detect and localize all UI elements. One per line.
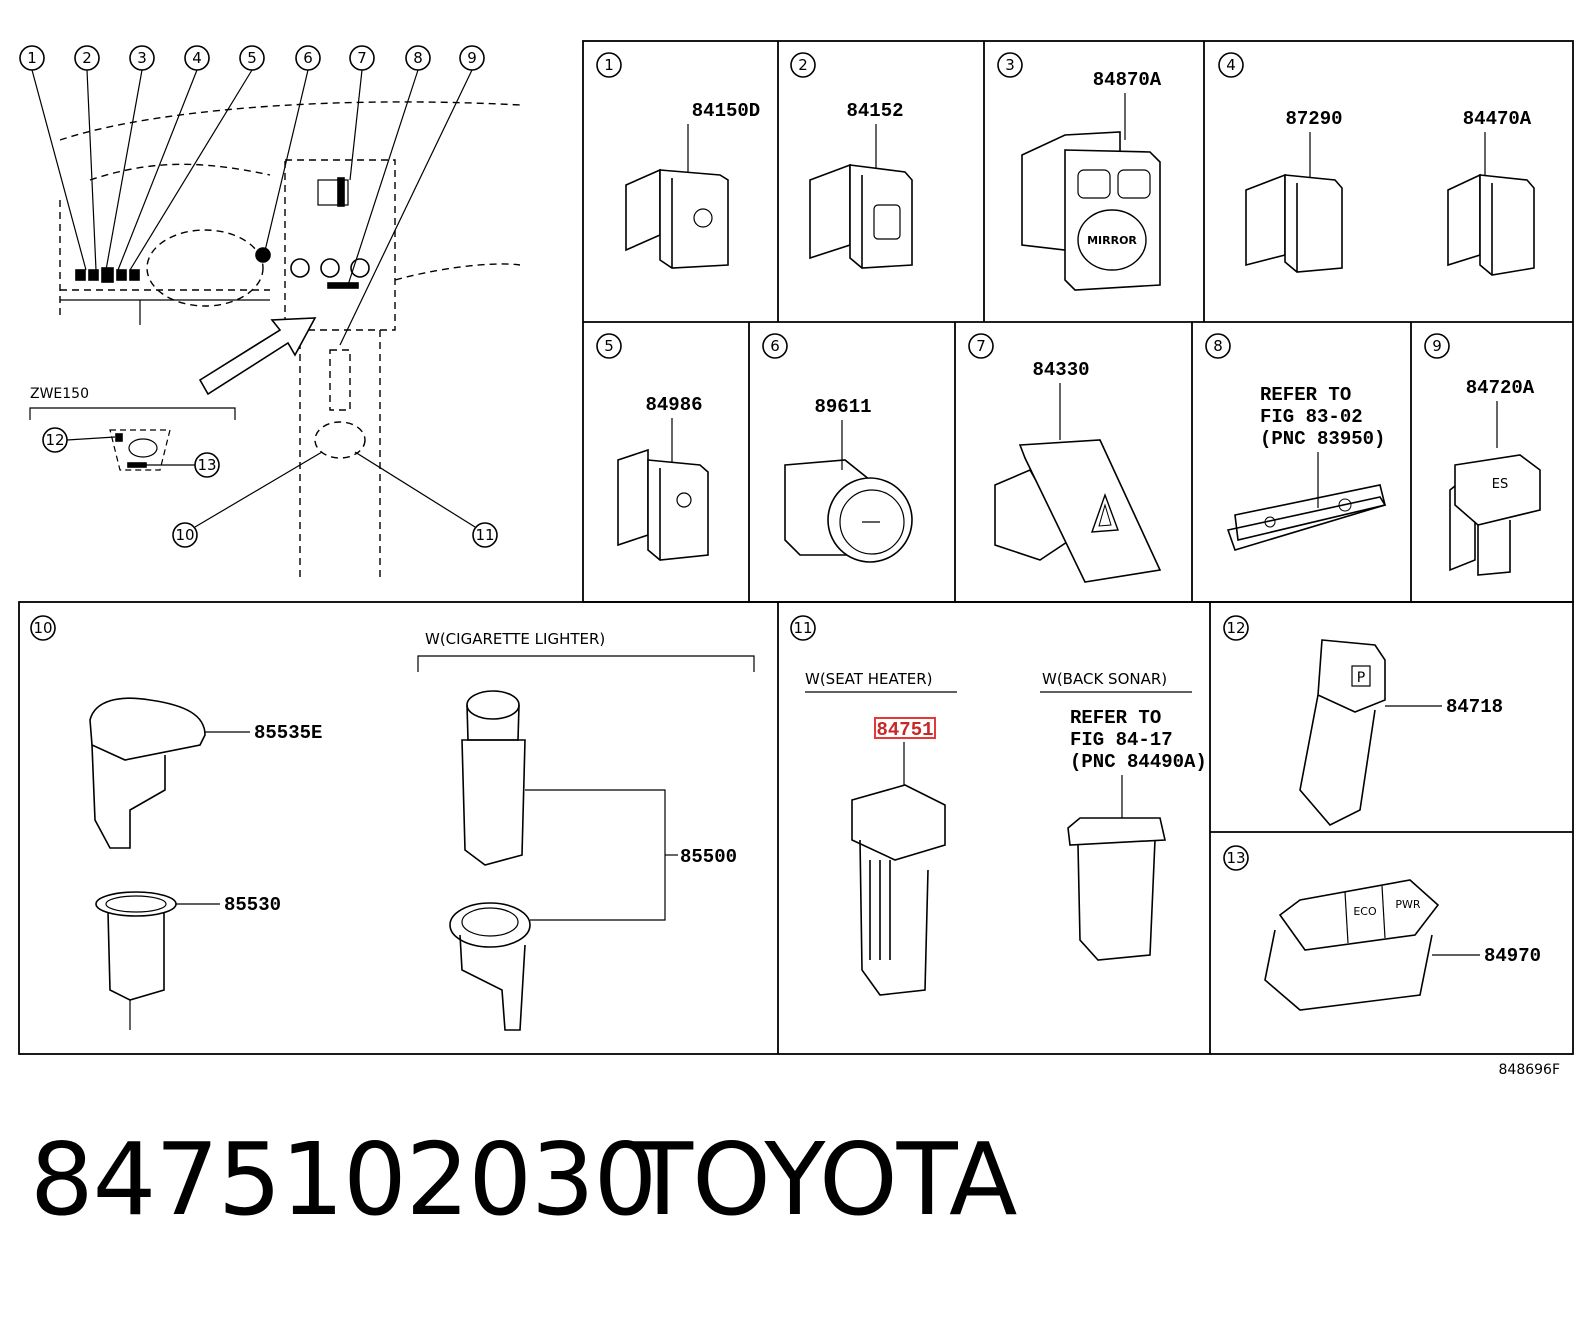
ref-84-17-line2: FIG 84-17 [1070,729,1173,751]
variant-seat-heater: W(SEAT HEATER) [805,670,932,688]
park-button-label: P [1357,670,1365,686]
part-number: 8475102030 [30,1121,657,1238]
callout-3: 3 [137,49,147,67]
overview-callouts: 1 2 3 4 5 6 7 8 9 [19,45,485,71]
pnc-84720A: 84720A [1466,377,1535,399]
variant-cigarette-lighter: W(CIGARETTE LIGHTER) [425,630,605,648]
pnc-85535E: 85535E [254,722,322,744]
pnc-85530: 85530 [224,894,281,916]
figure-code: 848696F [1499,1062,1561,1078]
variant-label-zwe150: ZWE150 [30,386,89,402]
cell-6-number: 6 [770,337,780,355]
pnc-84751: 84751 [876,719,933,741]
overview-illustration: 1 2 3 4 5 6 7 8 9 [19,45,521,580]
cell-13: 13 ECO PWR 84970 [1223,845,1541,1011]
pnc-84970: 84970 [1484,945,1541,967]
pnc-87290: 87290 [1285,108,1342,130]
cell-1-number: 1 [604,56,614,74]
pnc-85500: 85500 [680,846,737,868]
cell-5-number: 5 [604,337,614,355]
callout-4: 4 [192,49,202,67]
pnc-84986: 84986 [645,394,702,416]
es-button-label: ES [1492,477,1508,492]
callout-9: 9 [467,49,477,67]
cell-6: 6 89611 [762,333,913,563]
grid-frames [18,40,1574,1055]
pnc-84152: 84152 [846,100,903,122]
eco-mode-button-label: ECO [1353,905,1377,918]
cell-8-number: 8 [1213,337,1223,355]
callout-10: 10 [175,526,194,544]
callout-2: 2 [82,49,92,67]
pnc-84330: 84330 [1032,359,1089,381]
pnc-84470A: 84470A [1463,108,1532,130]
pnc-84150D: 84150D [692,100,760,122]
ref-83-02-line2: FIG 83-02 [1260,406,1363,428]
brand-name: TOYOTA [632,1121,1017,1238]
cell-4-number: 4 [1226,56,1236,74]
pwr-mode-button-label: PWR [1395,898,1421,911]
cell-9-number: 9 [1432,337,1442,355]
ref-84-17-line1: REFER TO [1070,707,1161,729]
cell-7-number: 7 [976,337,986,355]
cell-2: 2 84152 [790,52,913,269]
mirror-button-label: MIRROR [1087,234,1137,247]
cell-11: 11 W(SEAT HEATER) W(BACK SONAR) 84751 RE… [790,615,1207,996]
callout-13: 13 [197,456,216,474]
callout-1: 1 [27,49,37,67]
callout-11: 11 [475,526,494,544]
cell-3: 3 84870A MIRROR [997,52,1162,291]
cell-7: 7 84330 [968,333,1162,583]
callout-8: 8 [413,49,423,67]
cell-3-number: 3 [1005,56,1015,74]
cell-10: 10 W(CIGARETTE LIGHTER) 85535E 85530 855… [30,615,755,1031]
cell-9: 9 84720A ES [1424,333,1541,576]
cell-1: 1 84150D [596,52,760,269]
callout-12: 12 [45,431,64,449]
cell-12: 12 P 84718 [1223,615,1503,826]
pnc-89611: 89611 [814,396,871,418]
pnc-84870A: 84870A [1093,69,1162,91]
cell-10-number: 10 [33,619,52,637]
cell-13-number: 13 [1226,849,1245,867]
callout-6: 6 [303,49,313,67]
callout-5: 5 [247,49,257,67]
cell-12-number: 12 [1226,619,1245,637]
variant-back-sonar: W(BACK SONAR) [1042,670,1167,688]
callout-7: 7 [357,49,367,67]
ref-83-02-line1: REFER TO [1260,384,1351,406]
ref-83-02-line3: (PNC 83950) [1260,428,1385,450]
highlight-84751 [874,717,936,739]
ref-84-17-line3: (PNC 84490A) [1070,751,1207,773]
cell-11-number: 11 [793,619,812,637]
cell-8: 8 REFER TO FIG 83-02 (PNC 83950) [1205,333,1387,551]
cell-4: 4 87290 84470A [1218,52,1535,276]
cell-5: 5 84986 [596,333,709,561]
cell-2-number: 2 [798,56,808,74]
pnc-84718: 84718 [1446,696,1503,718]
